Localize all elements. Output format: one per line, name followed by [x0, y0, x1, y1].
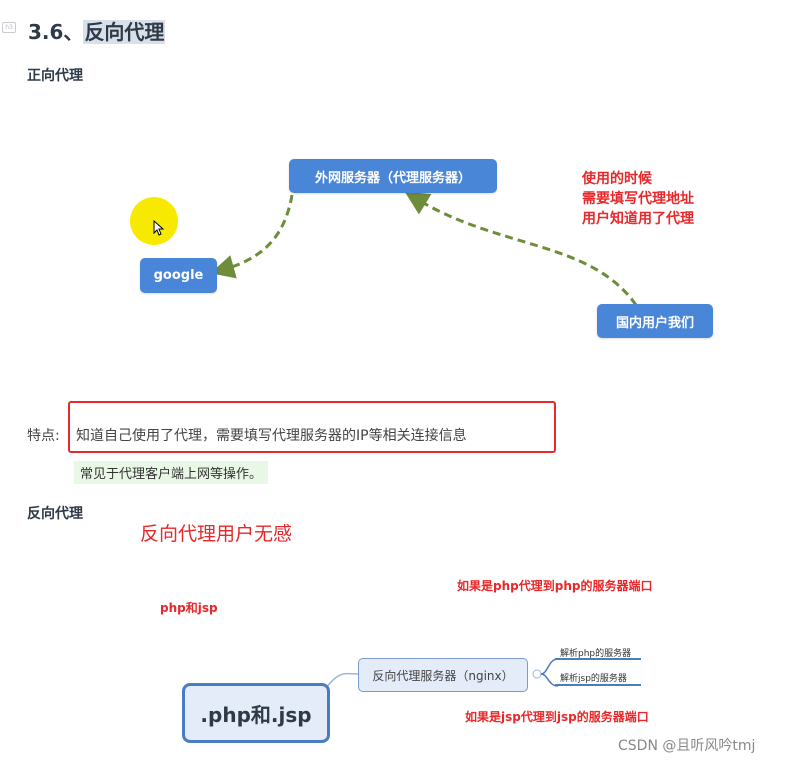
- feature-text: 知道自己使用了代理，需要填写代理服务器的IP等相关连接信息: [76, 428, 467, 444]
- php-server-leaf: 解析php的服务器: [560, 649, 632, 659]
- forward-proxy-subheading: 正向代理: [27, 68, 83, 84]
- jsp-proxy-note: 如果是jsp代理到jsp的服务器端口: [465, 710, 649, 724]
- google-node: google: [140, 258, 217, 293]
- domestic-user-node: 国内用户我们: [597, 304, 713, 338]
- leaf-underline: [555, 658, 641, 660]
- mouse-cursor-icon: [153, 220, 165, 236]
- proxy-server-node: 外网服务器（代理服务器）: [289, 159, 497, 193]
- note-line: 使用的时候: [582, 171, 652, 187]
- jsp-server-leaf: 解析jsp的服务器: [560, 674, 627, 684]
- forward-proxy-note: 使用的时候 需要填写代理地址 用户知道用了代理: [582, 169, 694, 229]
- note-line: 需要填写代理地址: [582, 191, 694, 207]
- section-number: 3.6、: [28, 20, 84, 44]
- php-jsp-root-node: .php和.jsp: [182, 683, 330, 743]
- section-title: 反向代理: [83, 20, 166, 44]
- csdn-watermark: CSDN @且听风吟tmj: [618, 738, 756, 754]
- forward-proxy-arrows: [210, 191, 638, 306]
- nginx-proxy-node: 反向代理服务器（nginx）: [358, 658, 528, 692]
- feature-label: 特点:: [27, 428, 60, 444]
- php-jsp-label: php和jsp: [160, 601, 218, 615]
- feature-highlight-box: [68, 401, 556, 453]
- leaf-underline: [555, 684, 641, 686]
- php-proxy-note: 如果是php代理到php的服务器端口: [457, 579, 653, 593]
- reverse-proxy-annotation: 反向代理用户无感: [140, 523, 293, 545]
- feature-note: 常见于代理客户端上网等操作。: [74, 461, 269, 484]
- heading-level-badge: h3: [2, 22, 16, 33]
- note-line: 用户知道用了代理: [582, 211, 694, 227]
- reverse-proxy-subheading: 反向代理: [27, 506, 83, 522]
- page-title: 3.6、反向代理: [28, 17, 166, 47]
